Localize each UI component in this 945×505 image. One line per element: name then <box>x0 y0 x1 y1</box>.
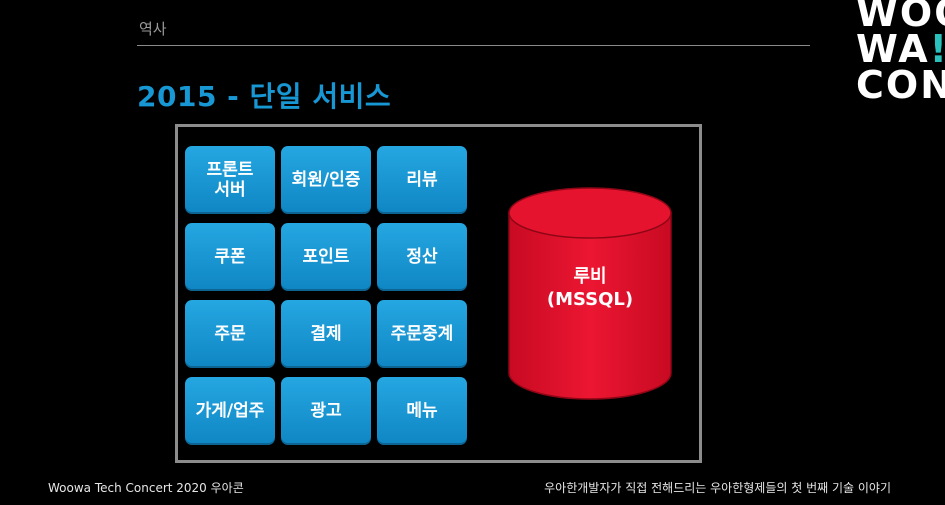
module-order: 주문 <box>185 300 275 368</box>
module-order-relay: 주문중계 <box>377 300 467 368</box>
module-menu: 메뉴 <box>377 377 467 445</box>
module-member-auth: 회원/인증 <box>281 146 371 214</box>
module-settlement: 정산 <box>377 223 467 291</box>
module-point: 포인트 <box>281 223 371 291</box>
footer-tagline: 우아한개발자가 직접 전해드리는 우아한형제들의 첫 번째 기술 이야기 <box>544 481 891 495</box>
logo-bang: ! <box>930 27 945 71</box>
module-shop-owner: 가게/업주 <box>185 377 275 445</box>
header-divider <box>137 45 810 46</box>
database-icon <box>508 187 672 400</box>
slide-title: 2015 - 단일 서비스 <box>137 80 392 113</box>
woowacon-logo: WOO WA! CON <box>852 0 945 104</box>
logo-line-3: CON <box>856 63 945 107</box>
section-label: 역사 <box>139 20 167 38</box>
logo-line-1: WOO <box>856 0 945 35</box>
database-label: 루비 (MSSQL) <box>546 266 634 310</box>
database-cylinder: 루비 (MSSQL) <box>508 187 672 401</box>
module-front-server: 프론트 서버 <box>185 146 275 214</box>
module-payment: 결제 <box>281 300 371 368</box>
module-advertising: 광고 <box>281 377 371 445</box>
logo-wa: WA <box>856 27 930 71</box>
logo-line-2: WA! <box>856 30 945 68</box>
module-review: 리뷰 <box>377 146 467 214</box>
module-coupon: 쿠폰 <box>185 223 275 291</box>
footer-event-name: Woowa Tech Concert 2020 우아콘 <box>48 481 244 495</box>
monolith-service-frame <box>175 124 702 463</box>
